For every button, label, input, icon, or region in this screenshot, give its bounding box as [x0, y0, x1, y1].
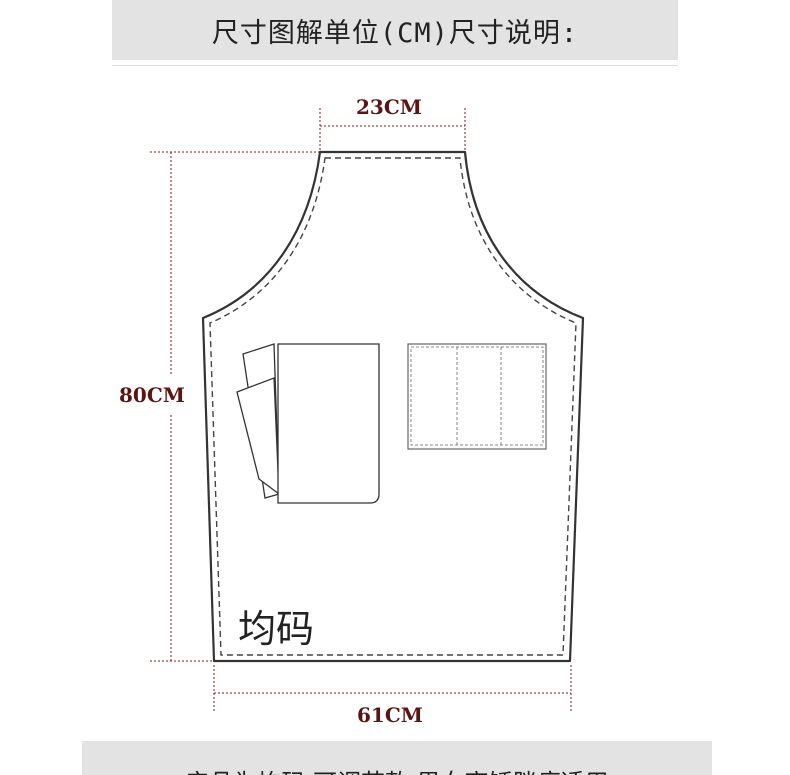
- apron-outline: [201, 150, 585, 663]
- bottom-width-label: 61CM: [357, 703, 423, 727]
- footer-note: 产品为均码 可调节款 男女高矮胖瘦适用: [82, 763, 712, 775]
- header-divider: [112, 65, 678, 66]
- right-pocket-stitching: [410, 346, 544, 446]
- footer-bar: 产品为均码 可调节款 男女高矮胖瘦适用: [82, 741, 712, 775]
- pocket-flap: [277, 343, 380, 504]
- pen-slot-front: [236, 377, 280, 496]
- right-pocket: [407, 343, 547, 450]
- length-label: 80CM: [119, 383, 185, 407]
- left-pocket: [236, 343, 380, 504]
- strap-width-label: 23CM: [356, 95, 422, 119]
- right-pocket-frame: [407, 343, 547, 450]
- header-bar: 尺寸图解单位(CM)尺寸说明:: [112, 0, 678, 60]
- header-title: 尺寸图解单位(CM)尺寸说明:: [211, 17, 579, 49]
- size-label: 均码: [238, 607, 315, 651]
